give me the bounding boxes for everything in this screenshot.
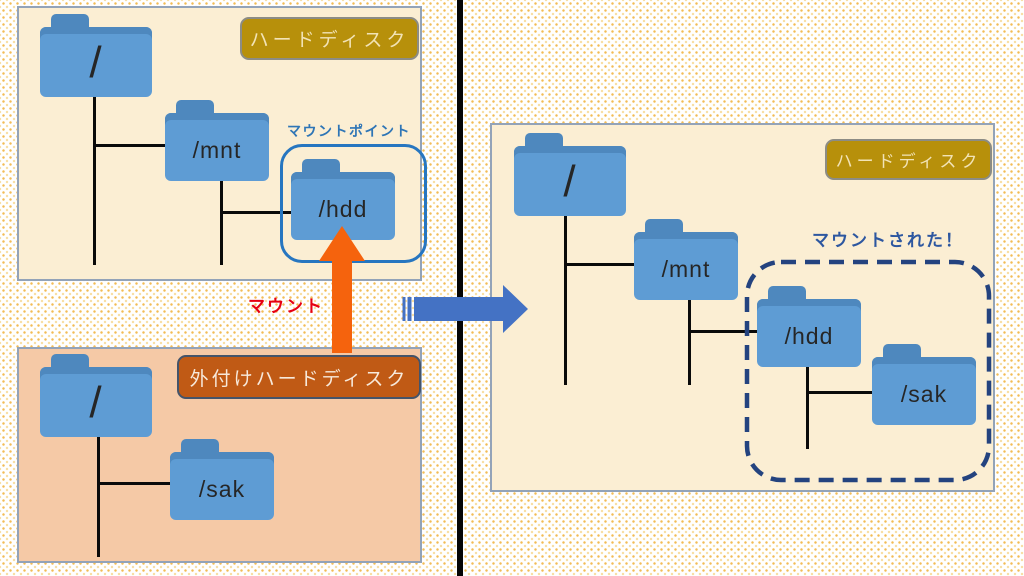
- tree-line: [220, 180, 223, 265]
- divider-line: [457, 0, 463, 576]
- folder-icon: /hdd: [291, 172, 395, 240]
- tree-line: [564, 214, 567, 385]
- folder-icon: /: [514, 146, 626, 216]
- tree-line: [93, 144, 165, 147]
- folder-label: /hdd: [784, 322, 834, 349]
- external-hdd-badge: 外付けハードディスク: [177, 355, 421, 399]
- tree-line: [688, 300, 691, 385]
- folder-icon: /mnt: [634, 232, 738, 300]
- folder-label: /mnt: [661, 255, 711, 282]
- folder-icon: /: [40, 367, 152, 437]
- folder-label: /hdd: [318, 195, 368, 222]
- folder-icon: /sak: [872, 357, 976, 425]
- folder-icon: /hdd: [757, 299, 861, 367]
- mount-action-label: マウント: [248, 297, 324, 316]
- folder-label: /: [563, 157, 577, 206]
- tree-line: [806, 391, 872, 394]
- folder-icon: /mnt: [165, 113, 269, 181]
- hard-disk-badge: ハードディスク: [240, 17, 419, 60]
- tree-line: [220, 211, 291, 214]
- folder-label: /: [89, 378, 103, 427]
- tree-line: [564, 263, 634, 266]
- external-hdd-badge-label: 外付けハードディスク: [189, 368, 409, 390]
- mount-point-caption: マウントポイント: [287, 123, 411, 139]
- external-hdd-panel: 外付けハードディスク / /sak: [17, 347, 422, 563]
- tree-line: [688, 330, 757, 333]
- folder-label: /mnt: [192, 136, 242, 163]
- tree-line: [93, 96, 96, 265]
- folder-icon: /: [40, 27, 152, 97]
- folder-label: /: [89, 38, 103, 87]
- result-hard-disk-badge: ハードディスク: [825, 139, 992, 180]
- result-panel: ハードディスク / /mnt マウントされた！ /hdd: [490, 123, 995, 492]
- tree-line: [97, 434, 100, 557]
- result-badge-label: ハードディスク: [835, 152, 982, 171]
- folder-label: /sak: [900, 380, 948, 407]
- folder-icon: /sak: [170, 452, 274, 520]
- hard-disk-panel: ハードディスク / /mnt マウントポイント /hdd: [17, 6, 427, 281]
- tree-line: [97, 482, 170, 485]
- hard-disk-badge-label: ハードディスク: [249, 30, 410, 51]
- mounted-caption: マウントされた！: [812, 231, 964, 250]
- folder-label: /sak: [198, 475, 246, 502]
- tree-line: [806, 367, 809, 449]
